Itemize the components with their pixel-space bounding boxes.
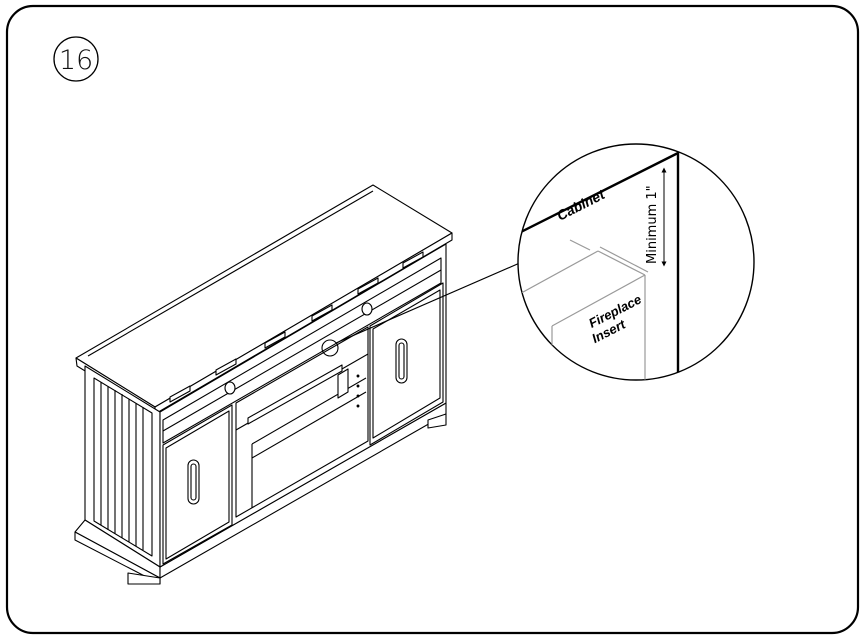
- right-door: [369, 282, 444, 446]
- step-number: 16: [59, 45, 93, 76]
- fireplace-opening: [235, 326, 369, 518]
- detail-magnifier: Cabinet Minimum 1" Fireplace Insert: [517, 143, 755, 381]
- cabinet-left-side: [84, 365, 161, 568]
- left-door: [162, 404, 233, 565]
- step-number-badge: 16: [53, 36, 99, 82]
- drawer-strip: [162, 251, 442, 444]
- callout-leader-line: [335, 261, 523, 344]
- page-border: [5, 4, 860, 635]
- cabinet-edge-line: [518, 151, 680, 380]
- minimum-gap-label: Minimum 1": [645, 185, 660, 264]
- tv-stand-cabinet: [74, 184, 523, 585]
- detail-callout-marker: [321, 339, 339, 357]
